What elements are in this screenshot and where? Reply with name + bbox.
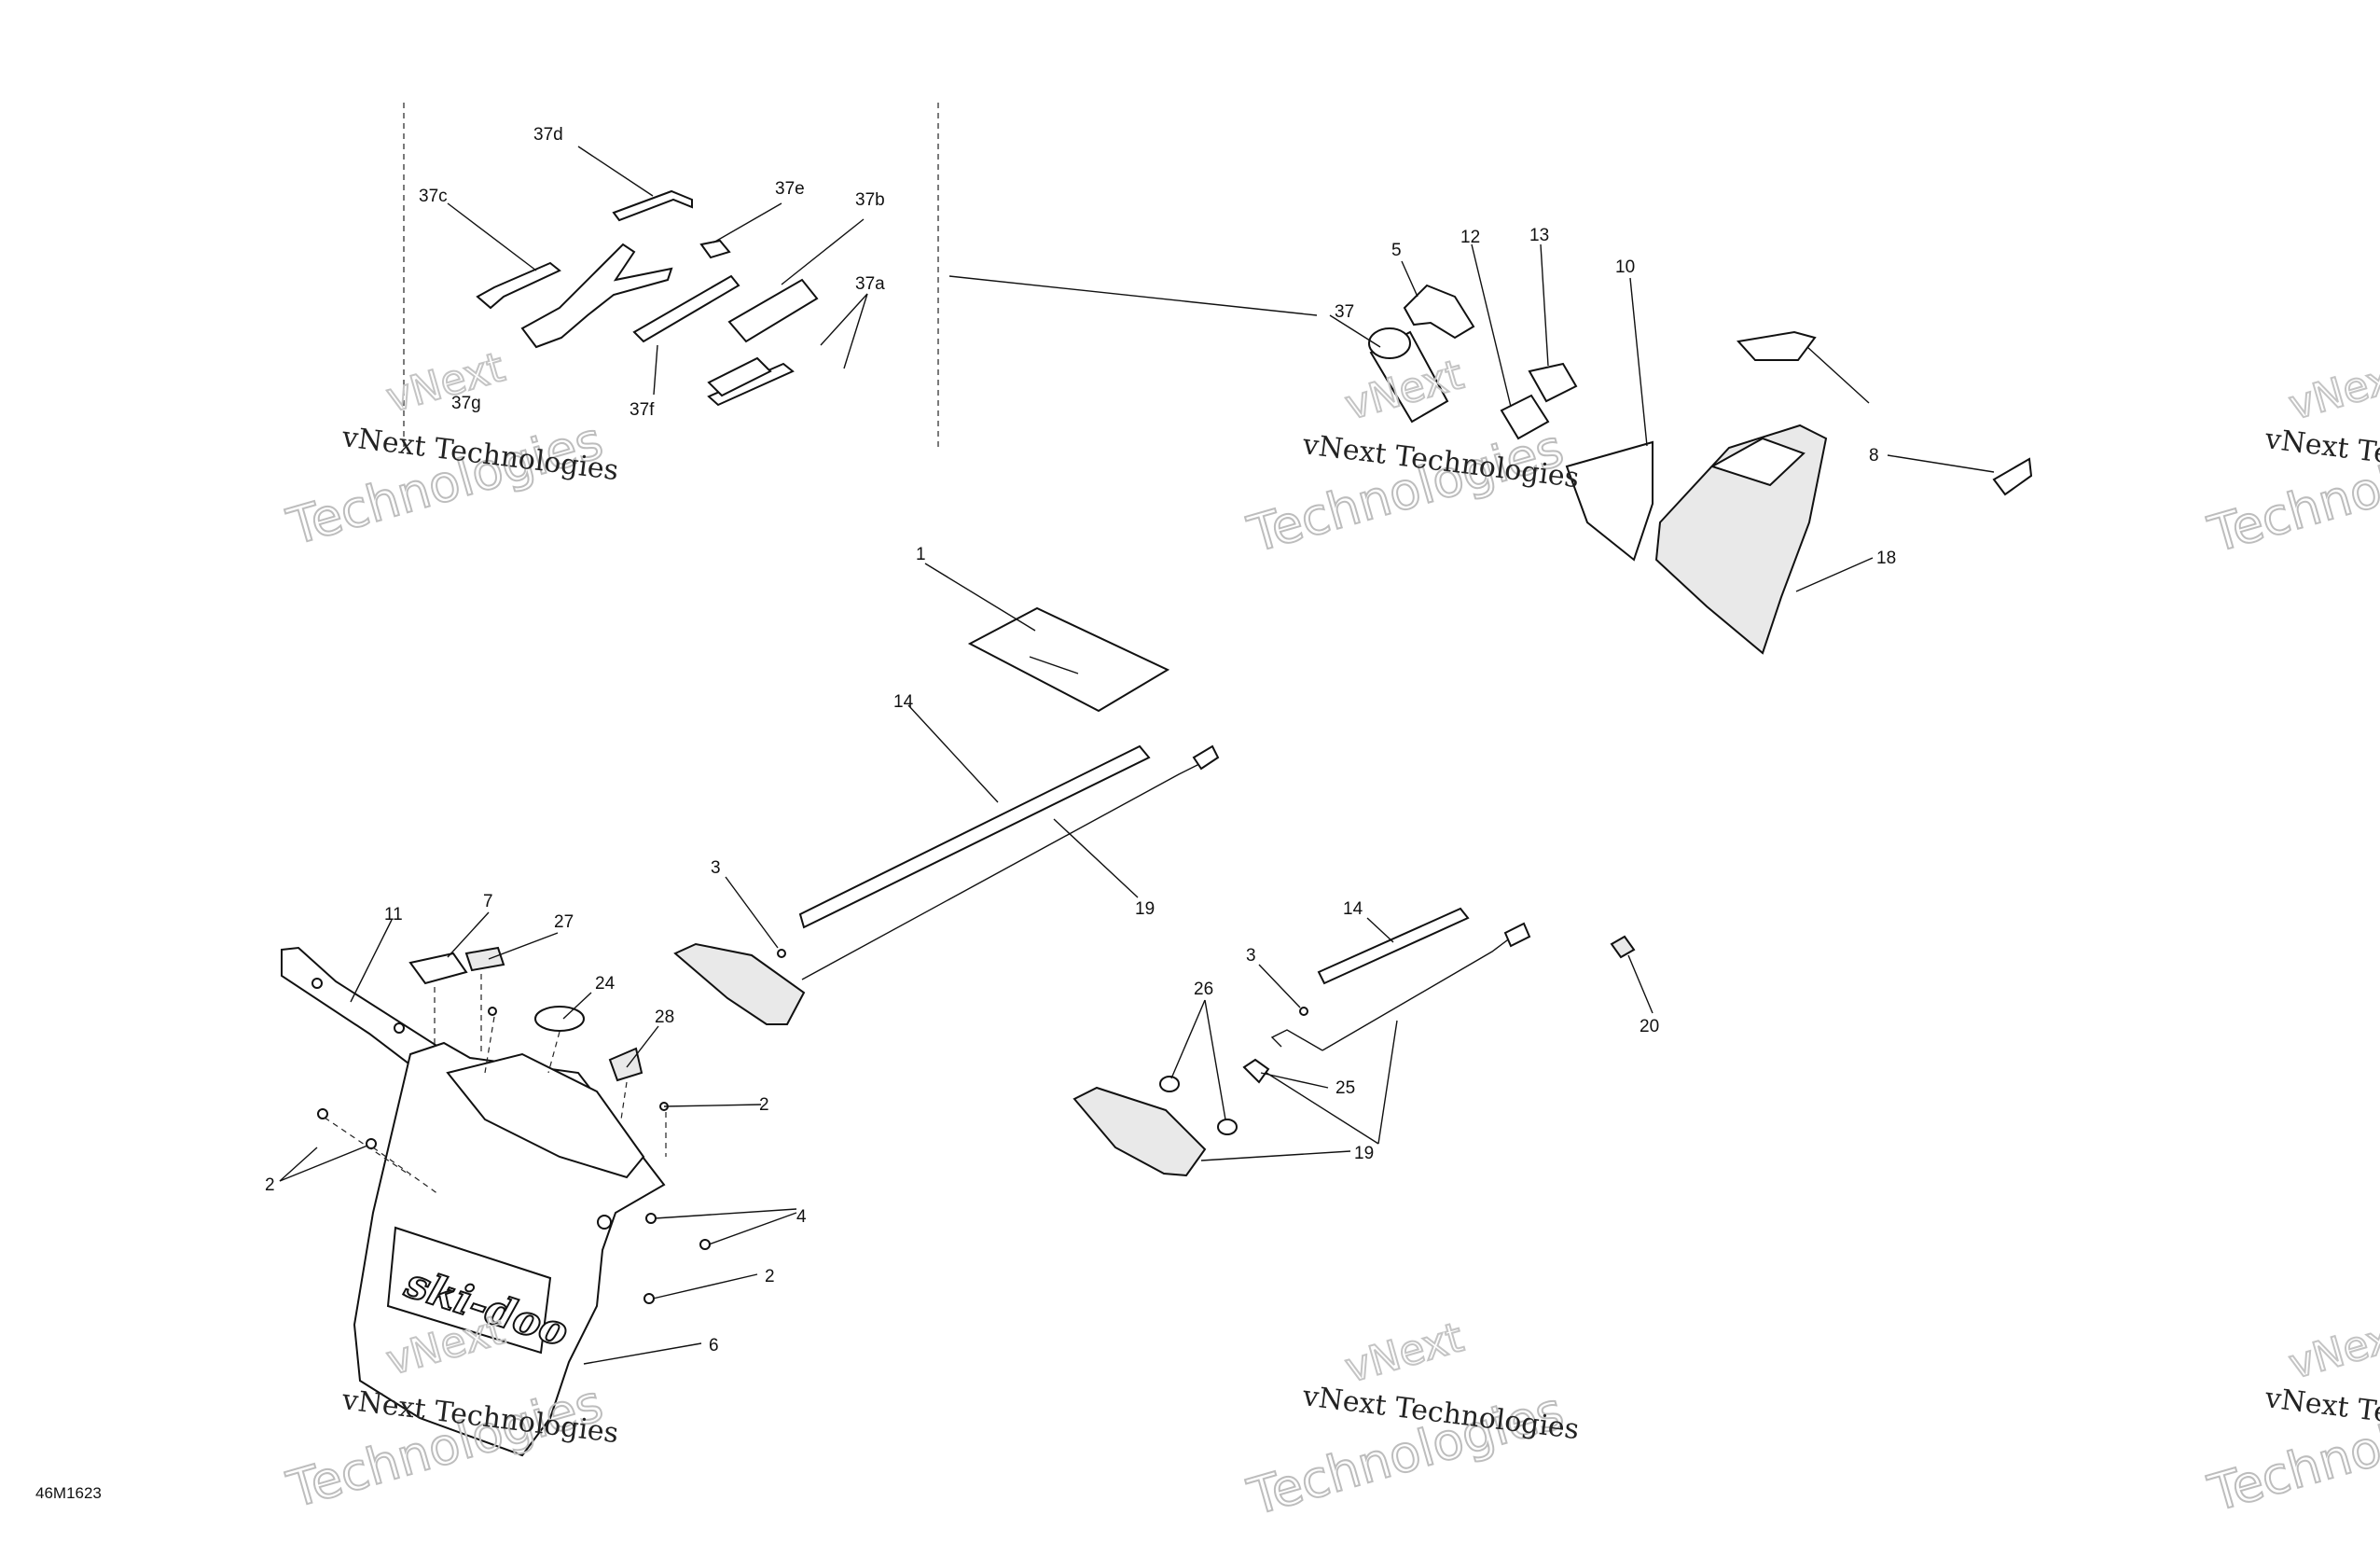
decal-27 [464, 946, 505, 972]
callout-4: 4 [796, 1207, 807, 1227]
callout-37a: 37a [855, 274, 885, 294]
puller-37g [520, 243, 673, 349]
cap-12 [1500, 394, 1550, 440]
callout-18: 18 [1876, 549, 1896, 568]
connector-19-upper [1192, 744, 1220, 771]
label-sheet-1 [967, 606, 1170, 713]
panel-10 [1565, 440, 1654, 562]
watermark-ghost-a: vNext [2284, 351, 2380, 429]
fastener-24 [488, 1007, 497, 1016]
callout-2-lower: 2 [765, 1267, 775, 1286]
bracket-hole [311, 978, 323, 989]
decal-8 [1737, 330, 1817, 361]
watermark-bottom-center: vNext Technologies vNext Technologies [1240, 1313, 1581, 1528]
strap-5 [1403, 284, 1475, 340]
connector-19-lower [1503, 922, 1531, 948]
center-parts: 1 14 19 3 [673, 545, 1220, 1025]
callout-37g: 37g [451, 394, 481, 413]
storage-compartment-cluster: 37 5 12 13 10 8 18 [1329, 226, 2033, 655]
diagram-code: 46M1623 [35, 1484, 102, 1502]
fastener-4 [699, 1239, 711, 1250]
watermark-ghost-a: vNext [1340, 1314, 1469, 1392]
allen-key-37d [612, 189, 693, 222]
callout-37f: 37f [630, 400, 655, 420]
clip-37e [699, 239, 731, 259]
callout-37b: 37b [855, 190, 885, 210]
panel-hole [597, 1215, 612, 1230]
callout-12: 12 [1460, 228, 1480, 247]
callout-19-upper: 19 [1135, 899, 1155, 919]
callout-19-lower: 19 [1354, 1144, 1374, 1163]
tag-28 [608, 1047, 643, 1082]
callout-3-upper: 3 [711, 858, 721, 878]
strip-14-lower [1317, 907, 1470, 985]
callout-14-upper: 14 [893, 692, 914, 712]
callout-28: 28 [655, 1008, 674, 1027]
callout-8: 8 [1869, 446, 1879, 466]
watermark-ghost-a: vNext [2284, 1310, 2380, 1388]
watermark-top-center: vNext Technologies vNext Technologies [1240, 350, 1581, 565]
inset-leader [948, 275, 1318, 316]
fastener-2 [317, 1108, 328, 1119]
grommet-26 [1217, 1119, 1238, 1135]
wrench-37c [476, 261, 561, 310]
fastener-4 [645, 1213, 657, 1224]
socket-37b [727, 278, 819, 343]
side-lamp-right [1072, 1086, 1207, 1177]
connector-20 [1610, 935, 1636, 959]
cap-13 [1528, 362, 1578, 403]
callout-1: 1 [916, 545, 926, 564]
callout-20: 20 [1640, 1017, 1659, 1036]
callout-27: 27 [554, 912, 574, 932]
bracket-hole [394, 1022, 405, 1034]
callout-37c: 37c [419, 187, 448, 206]
callout-37e: 37e [775, 179, 805, 199]
callout-24: 24 [595, 974, 616, 994]
watermark-bottom-right: vNext Technologies vNext Technologies [2201, 1309, 2380, 1524]
callout-7: 7 [483, 892, 493, 911]
strip-14-upper [798, 744, 1151, 929]
callout-2-left: 2 [265, 1175, 275, 1195]
callout-5: 5 [1391, 241, 1402, 260]
callout-37: 37 [1335, 302, 1354, 322]
callout-6: 6 [709, 1336, 719, 1355]
callout-37d: 37d [533, 125, 563, 145]
decal-7 [408, 952, 468, 985]
wire-19-lower [1321, 934, 1515, 1051]
front-panel-assembly: ski-doo 11 7 27 24 28 [265, 892, 807, 1457]
tab-8 [1992, 457, 2033, 496]
watermark-top-left: vNext Technologies vNext Technologies [280, 342, 620, 558]
watermark-ghost-a: vNext [381, 343, 510, 422]
tool-roll-end [1368, 327, 1411, 359]
wire-19-upper [801, 757, 1213, 980]
callout-2-right: 2 [759, 1095, 769, 1115]
screw-3-lower [1299, 1007, 1308, 1016]
grommet-26 [1159, 1076, 1180, 1092]
side-lamp-left [673, 942, 806, 1025]
callout-25: 25 [1335, 1078, 1355, 1098]
fastener-2 [643, 1293, 655, 1304]
screw-3-upper [777, 949, 786, 958]
watermarks: vNext Technologies vNext Technologies vN… [280, 342, 2380, 1528]
callout-26: 26 [1194, 980, 1213, 999]
compartment-18 [1654, 424, 1828, 655]
tool-kit-inset: 37d 37c 37e 37b 37a 37f 37g [403, 103, 939, 448]
callout-10: 10 [1615, 257, 1635, 277]
panel-top-shelf [446, 1052, 645, 1179]
callout-13: 13 [1529, 226, 1549, 245]
callout-3-lower: 3 [1246, 946, 1256, 966]
bar-37f [632, 274, 740, 343]
clip-25 [1242, 1058, 1270, 1084]
handle-37a [707, 356, 772, 397]
right-lamp-assembly: 14 3 26 25 20 19 [1072, 899, 1659, 1177]
logo-plate [386, 1226, 552, 1355]
wire-19-hook [1270, 1029, 1323, 1051]
watermark-top-right: vNext Technologies vNext Technologies [2201, 350, 2380, 565]
grommet-24 [534, 1006, 585, 1032]
callout-11: 11 [384, 905, 403, 924]
callout-14-lower: 14 [1343, 899, 1363, 919]
compartment-18-lid [1709, 437, 1806, 487]
